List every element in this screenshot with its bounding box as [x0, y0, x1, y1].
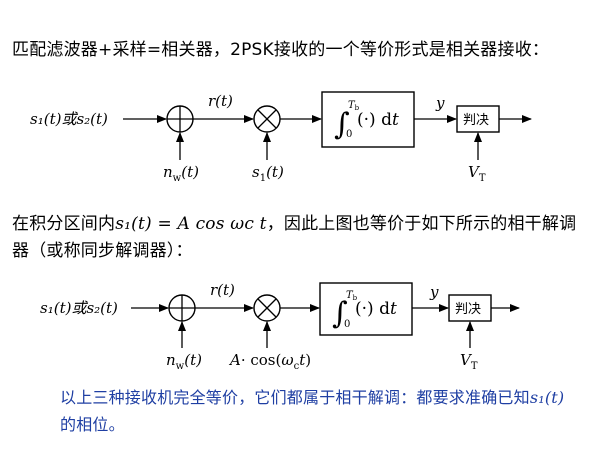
correlator-receiver-diagram: s₁(t)或s₂(t) nw(t) r(t) s1(t) ∫ Tb 0 (·) … [30, 91, 532, 184]
equivalence-equation: s₁(t) = A cos ωc t [115, 214, 267, 234]
multiplier-symbol [253, 294, 281, 322]
note-signal: s₁(t) [529, 388, 565, 407]
svg-text:0: 0 [344, 319, 350, 330]
input-signal-label: s₁(t)或s₂(t) [40, 299, 118, 317]
svg-text:Tb: Tb [346, 290, 358, 302]
decision-label: 判决 [455, 302, 481, 317]
conclusion-note: 以上三种接收机完全等价，它们都属于相干解调：都要求准确已知s₁(t) 的相位。 [60, 384, 570, 438]
note-tail: 的相位。 [60, 415, 125, 434]
equivalence-suffix: ，因此上图也等价于如下所示的相干解调器（或称同步解调器）： [12, 214, 577, 261]
equivalence-text: 在积分区间内s₁(t) = A cos ωc t，因此上图也等价于如下所示的相干… [12, 211, 588, 265]
received-signal-label: r(t) [210, 281, 235, 299]
received-signal-label: r(t) [208, 92, 233, 110]
equivalence-prefix: 在积分区间内 [12, 214, 116, 234]
reference-label: s1(t) [252, 163, 284, 184]
decision-label: 判决 [463, 113, 489, 128]
multiplier-symbol [253, 105, 281, 133]
svg-text:∫: ∫ [332, 296, 348, 331]
carrier-label: A· cos(ωct) [228, 351, 311, 372]
noise-label: nw(t) [163, 163, 199, 184]
noise-label: nw(t) [166, 351, 202, 372]
adder-symbol [168, 294, 196, 322]
output-label: y [429, 283, 439, 301]
input-signal-label: s₁(t)或s₂(t) [30, 110, 108, 128]
adder-symbol [166, 105, 194, 133]
intro-text: 匹配滤波器+采样=相关器，2PSK接收的一个等价形式是相关器接收： [12, 40, 550, 60]
svg-text:∫: ∫ [334, 107, 350, 142]
threshold-label: VT [468, 163, 486, 184]
integrator-block: ∫ Tb 0 (·) dt [319, 282, 413, 336]
integrator-block: ∫ Tb 0 (·) dt [321, 91, 415, 148]
coherent-demodulator-diagram: s₁(t)或s₂(t) nw(t) r(t) A· cos(ωct) ∫ Tb … [40, 281, 520, 372]
svg-text:(·) dt: (·) dt [357, 110, 399, 130]
svg-text:Tb: Tb [348, 100, 360, 112]
threshold-label: VT [460, 351, 478, 372]
output-label: y [435, 94, 445, 112]
svg-text:(·) dt: (·) dt [355, 299, 397, 319]
note-text: 以上三种接收机完全等价，它们都属于相干解调：都要求准确已知 [60, 388, 530, 407]
svg-text:0: 0 [346, 129, 352, 140]
